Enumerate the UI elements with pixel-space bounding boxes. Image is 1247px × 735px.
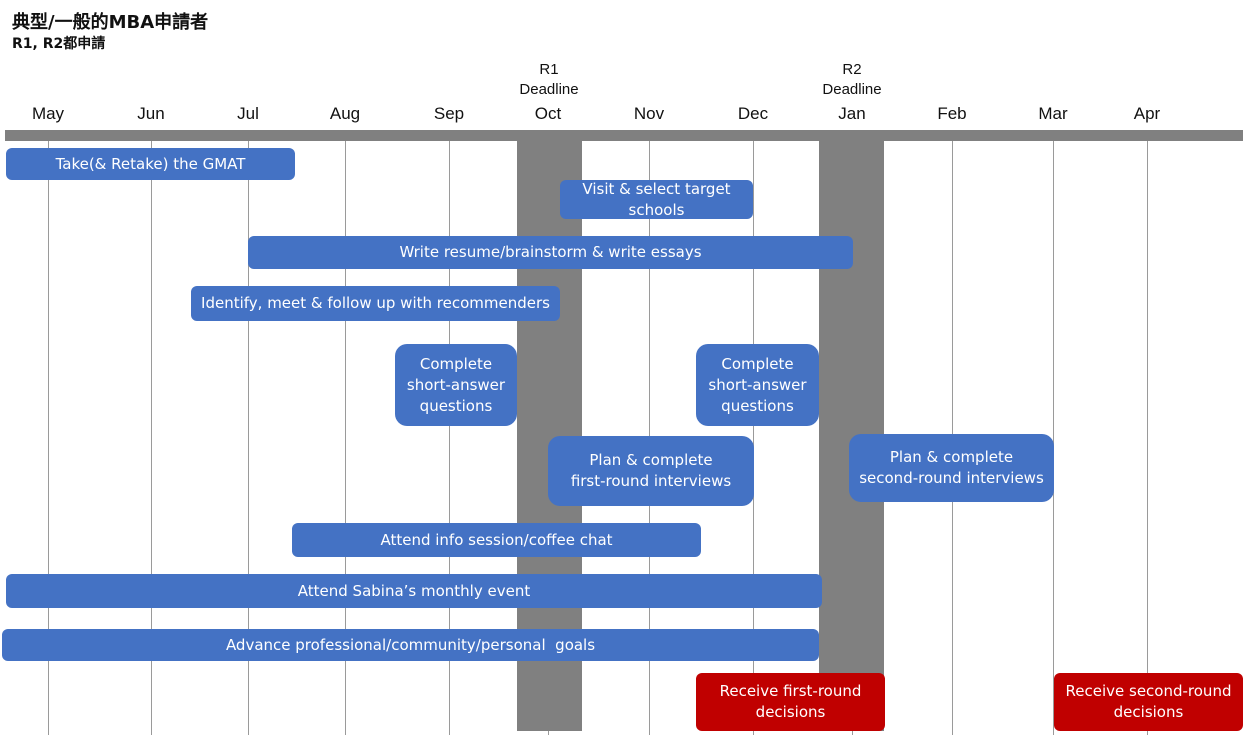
task-first-round-decisions: Receive first-round decisions <box>696 673 885 731</box>
task-recommenders: Identify, meet & follow up with recommen… <box>191 286 560 321</box>
timeline-header-bar <box>5 130 1243 141</box>
gridline-apr <box>1147 141 1148 735</box>
task-info-session: Attend info session/coffee chat <box>292 523 701 557</box>
gridline-jun <box>151 141 152 735</box>
month-nov: Nov <box>633 104 665 123</box>
month-jul: Jul <box>237 104 259 123</box>
r1-deadline-label: R1 Deadline <box>519 61 579 98</box>
gridline-dec <box>753 141 754 735</box>
task-write-essays: Write resume/brainstorm & write essays <box>248 236 853 269</box>
month-apr: Apr <box>1133 104 1161 123</box>
gridline-sep <box>449 141 450 735</box>
task-short-answer-r2: Complete short-answer questions <box>696 344 819 426</box>
task-second-round-decisions: Receive second-round decisions <box>1054 673 1243 731</box>
r2-deadline-label: R2 Deadline <box>822 61 882 98</box>
month-mar: Mar <box>1038 104 1068 123</box>
task-monthly-event: Attend Sabina’s monthly event <box>6 574 822 608</box>
month-dec: Dec <box>737 104 769 123</box>
task-first-round-interviews: Plan & complete first-round interviews <box>548 436 754 506</box>
task-advance-goals: Advance professional/community/personal … <box>2 629 819 661</box>
task-second-round-interviews: Plan & complete second-round interviews <box>849 434 1054 502</box>
task-visit-schools: Visit & select target schools <box>560 180 753 219</box>
month-aug: Aug <box>329 104 361 123</box>
gridline-aug <box>345 141 346 735</box>
month-feb: Feb <box>937 104 967 123</box>
month-jun: Jun <box>137 104 165 123</box>
task-short-answer-r1: Complete short-answer questions <box>395 344 517 426</box>
gridline-may <box>48 141 49 735</box>
task-gmat: Take(& Retake) the GMAT <box>6 148 295 180</box>
gridline-jul <box>248 141 249 735</box>
chart-title: 典型/一般的MBA申請者 <box>12 12 209 33</box>
month-may: May <box>31 104 65 123</box>
month-jan: Jan <box>838 104 866 123</box>
month-oct: Oct <box>534 104 562 123</box>
month-sep: Sep <box>433 104 465 123</box>
chart-subtitle: R1, R2都申請 <box>12 36 106 52</box>
gridline-mar <box>1053 141 1054 735</box>
